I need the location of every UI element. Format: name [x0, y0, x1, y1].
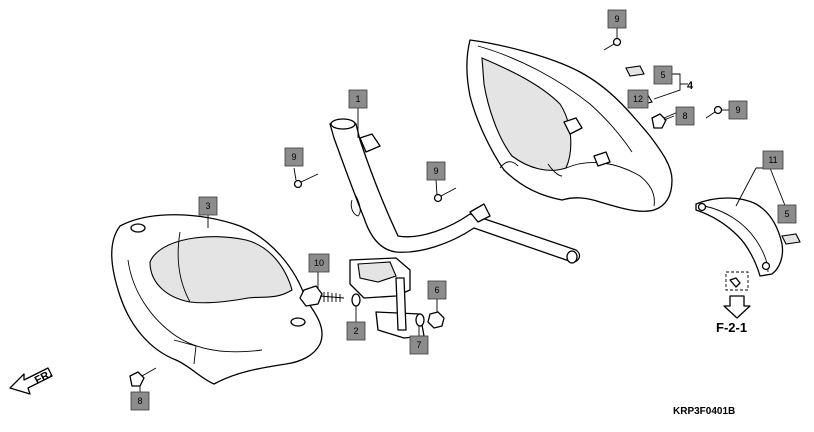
callout-10: 10	[308, 253, 330, 273]
diagram-code: KRP3F0401B	[673, 406, 735, 417]
callout-8-right: 8	[675, 106, 695, 126]
callout-7: 7	[409, 335, 429, 355]
svg-text:9: 9	[614, 14, 619, 24]
screw-9-right	[705, 105, 723, 119]
callout-8-left: 8	[130, 391, 150, 411]
bracket-11	[695, 197, 784, 277]
svg-text:9: 9	[433, 166, 438, 176]
screw-9-top	[603, 37, 622, 51]
screw-8-left	[129, 367, 157, 387]
svg-text:12: 12	[633, 94, 643, 104]
callout-9-top: 9	[607, 9, 627, 29]
nut-6	[427, 311, 445, 329]
rear-handlebar-cover	[466, 39, 673, 212]
screw-9-left	[293, 173, 319, 189]
callout-5-top: 5	[653, 65, 673, 85]
svg-text:1: 1	[355, 94, 360, 104]
svg-text:8: 8	[137, 396, 142, 406]
group-label-4: 4	[687, 80, 694, 92]
svg-text:9: 9	[291, 152, 296, 162]
callout-6: 6	[427, 280, 447, 300]
svg-text:5: 5	[660, 70, 665, 80]
pad-5-right	[781, 233, 801, 245]
callout-9-right: 9	[728, 100, 748, 120]
callout-5-right: 5	[777, 204, 797, 224]
svg-text:6: 6	[434, 285, 439, 295]
svg-text:8: 8	[682, 111, 687, 121]
screw-9-center	[433, 187, 457, 203]
svg-text:7: 7	[416, 340, 421, 350]
callout-11: 11	[762, 150, 784, 170]
svg-text:10: 10	[314, 258, 324, 268]
handlebar	[329, 118, 581, 339]
front-direction-arrow	[9, 367, 53, 395]
svg-text:9: 9	[735, 105, 740, 115]
bolt-10	[299, 285, 345, 307]
front-marker-label: FR.	[33, 368, 54, 387]
washer-2	[351, 293, 361, 307]
callout-3: 3	[198, 196, 218, 216]
svg-text:11: 11	[768, 155, 777, 165]
reference-arrow	[723, 271, 751, 319]
callout-9-center: 9	[426, 161, 446, 181]
washer-7	[415, 313, 425, 327]
svg-text:3: 3	[205, 201, 210, 211]
callout-12: 12	[627, 89, 649, 109]
callout-1: 1	[348, 89, 368, 109]
front-handlebar-cover	[111, 214, 323, 385]
callout-2: 2	[346, 321, 366, 341]
pad-5-top	[625, 65, 645, 77]
svg-text:2: 2	[353, 326, 358, 336]
callout-9-left: 9	[284, 147, 304, 167]
reference-label: F-2-1	[716, 320, 747, 335]
svg-text:5: 5	[784, 209, 789, 219]
